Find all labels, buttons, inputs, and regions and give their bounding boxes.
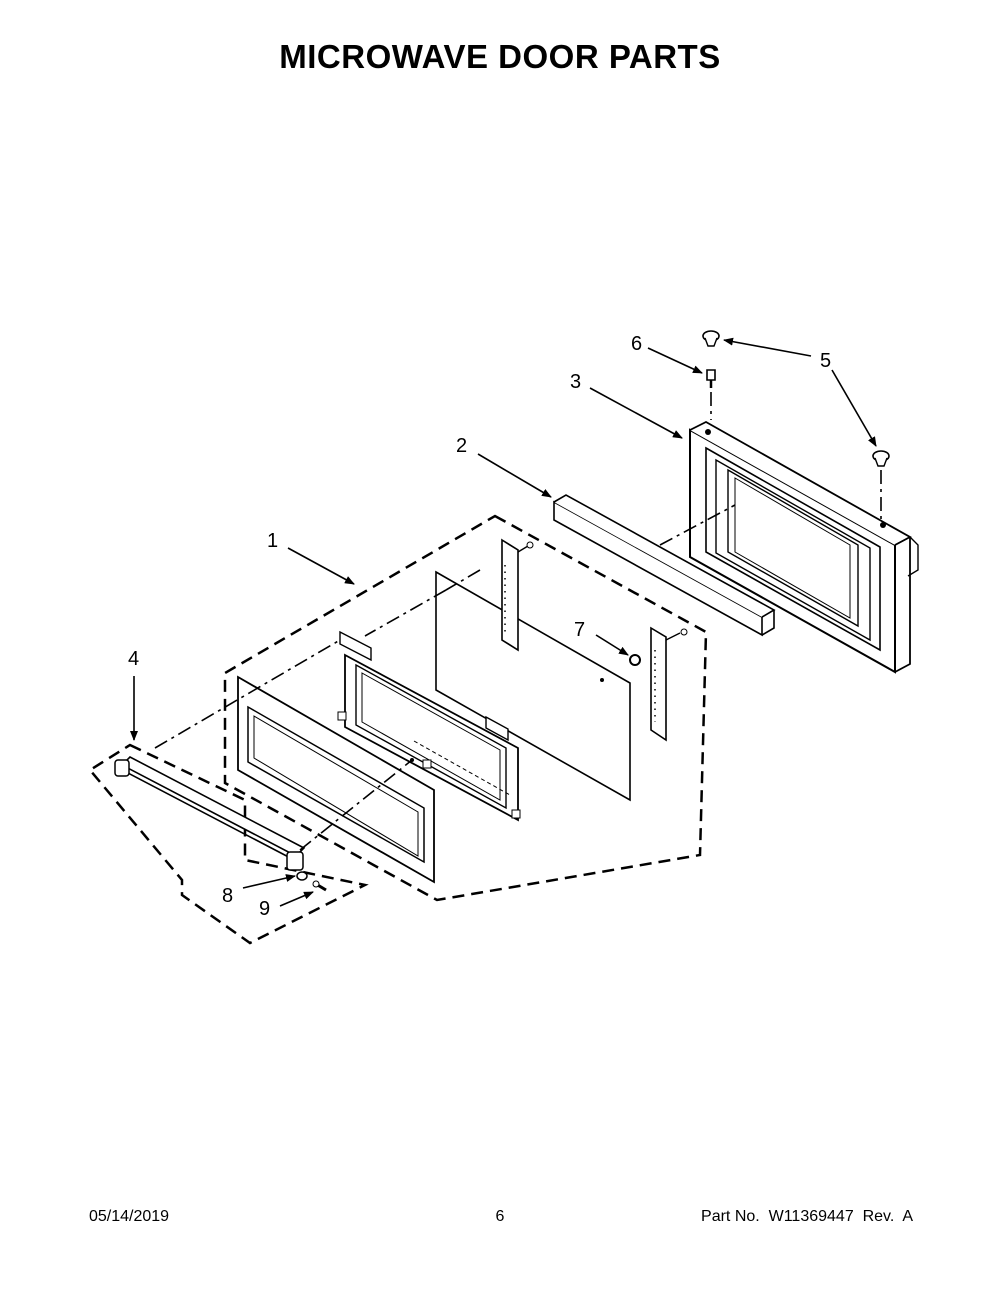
- inner-door-frame: [689, 420, 919, 674]
- callout-9: 9: [259, 898, 270, 920]
- callout-1: 1: [267, 530, 278, 552]
- inner-glass-panel: [435, 570, 631, 802]
- alignment-lines: [154, 392, 882, 851]
- door-middle-frame: [337, 630, 521, 822]
- assembly-1-boundary: [223, 514, 708, 902]
- screw-6: [706, 369, 716, 388]
- callout-4: 4: [128, 648, 139, 670]
- outer-door-panel: [237, 675, 435, 884]
- hinge-bracket-left: [501, 538, 534, 652]
- plug-bottom-5: [872, 450, 890, 467]
- plug-top-5: [702, 330, 720, 347]
- footer-date: 05/14/2019: [89, 1208, 170, 1225]
- washer-7: [629, 654, 641, 666]
- callout-5: 5: [820, 350, 831, 372]
- screw-9: [312, 880, 327, 892]
- callout-3: 3: [570, 371, 581, 393]
- callout-8: 8: [222, 885, 233, 907]
- callout-7: 7: [574, 619, 585, 641]
- assembly-4-boundary: [88, 743, 369, 945]
- gasket-strip: [553, 494, 776, 637]
- hinge-bracket-right: [650, 626, 688, 742]
- footer-part-number: Part No. W11369447 Rev. A: [701, 1208, 913, 1225]
- page-title: MICROWAVE DOOR PARTS: [279, 38, 721, 75]
- footer-page-number: 6: [495, 1208, 505, 1225]
- door-handle: [114, 756, 306, 871]
- leader-lines: [130, 337, 877, 907]
- callout-2: 2: [456, 435, 467, 457]
- callout-6: 6: [631, 333, 642, 355]
- washer-8: [296, 871, 308, 881]
